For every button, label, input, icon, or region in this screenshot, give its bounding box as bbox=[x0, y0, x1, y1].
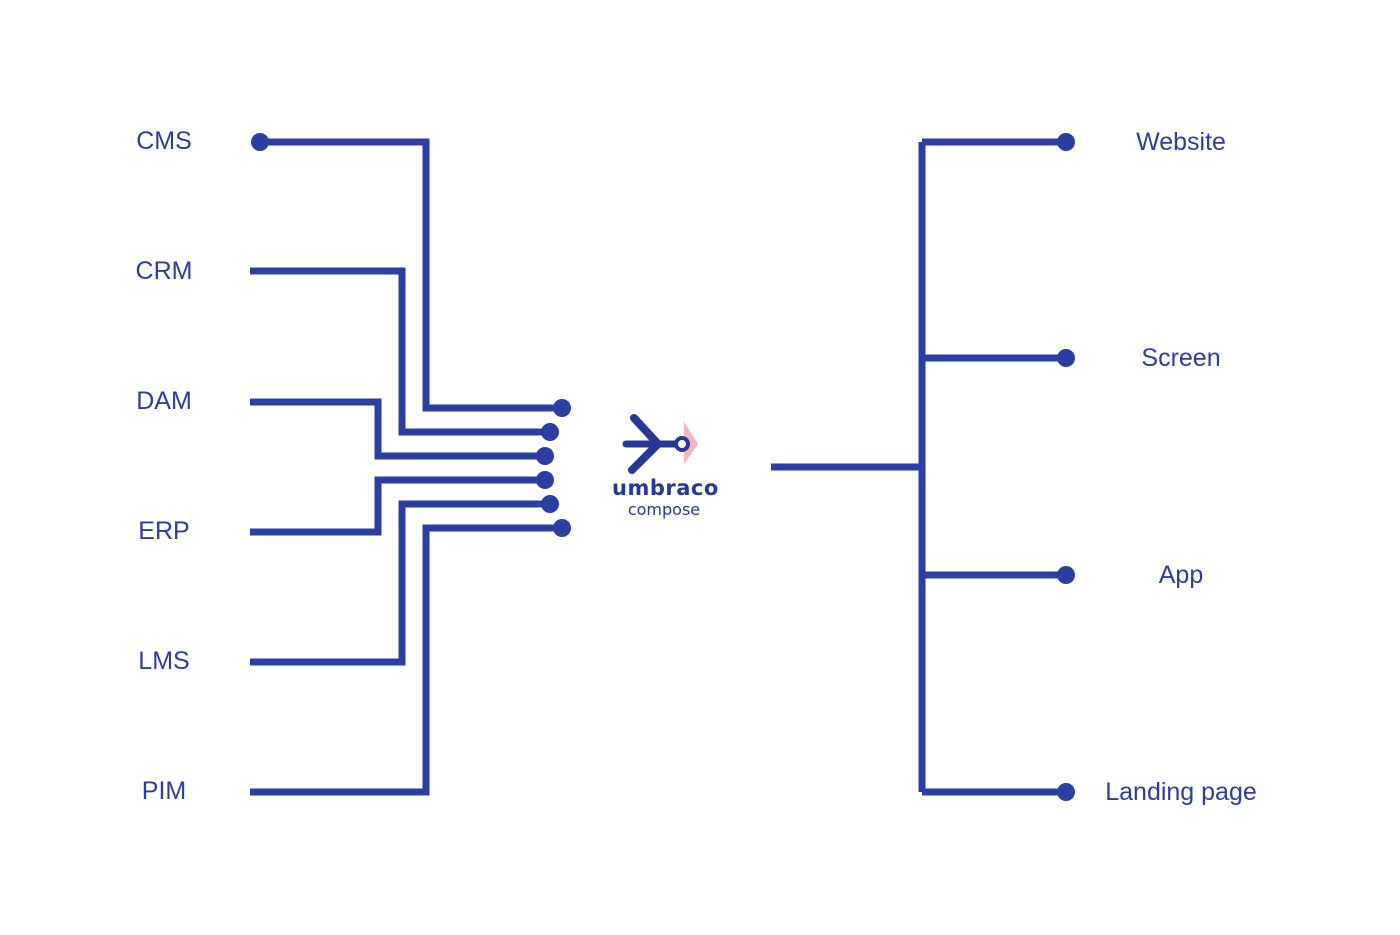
wire-end-dot-cms bbox=[553, 399, 571, 417]
logo-wordmark: umbraco bbox=[612, 476, 719, 500]
output-label-app: App bbox=[1158, 561, 1204, 589]
umbraco-compose-logo-icon bbox=[622, 414, 698, 474]
output-dot-app bbox=[1057, 566, 1075, 584]
source-label-pim: PIM bbox=[141, 777, 187, 805]
wire-end-dot-crm bbox=[541, 423, 559, 441]
source-label-dam: DAM bbox=[136, 387, 192, 415]
output-label-website: Website bbox=[1136, 128, 1226, 156]
source-label-erp: ERP bbox=[138, 517, 190, 545]
wire-dam bbox=[250, 398, 545, 460]
output-dot-landing-page bbox=[1057, 783, 1075, 801]
wire-start-dot-cms bbox=[251, 133, 269, 151]
output-dot-website bbox=[1057, 133, 1075, 151]
wire-cms bbox=[260, 138, 562, 412]
output-label-screen: Screen bbox=[1141, 344, 1221, 372]
output-dot-screen bbox=[1057, 349, 1075, 367]
source-label-cms: CMS bbox=[136, 127, 192, 155]
wire-end-dot-erp bbox=[536, 471, 554, 489]
output-label-landing-page: Landing page bbox=[1105, 778, 1257, 806]
source-label-lms: LMS bbox=[138, 647, 190, 675]
wire-pim bbox=[250, 524, 562, 796]
wire-crm bbox=[250, 267, 550, 436]
wire-end-dot-lms bbox=[541, 495, 559, 513]
wire-lms bbox=[250, 500, 550, 666]
wire-end-dot-dam bbox=[536, 447, 554, 465]
logo-subtitle: compose bbox=[627, 500, 701, 519]
wire-end-dot-pim bbox=[553, 519, 571, 537]
umbraco-compose-logo: umbraco compose bbox=[612, 414, 722, 524]
source-label-crm: CRM bbox=[135, 257, 193, 285]
wire-erp bbox=[250, 476, 545, 536]
